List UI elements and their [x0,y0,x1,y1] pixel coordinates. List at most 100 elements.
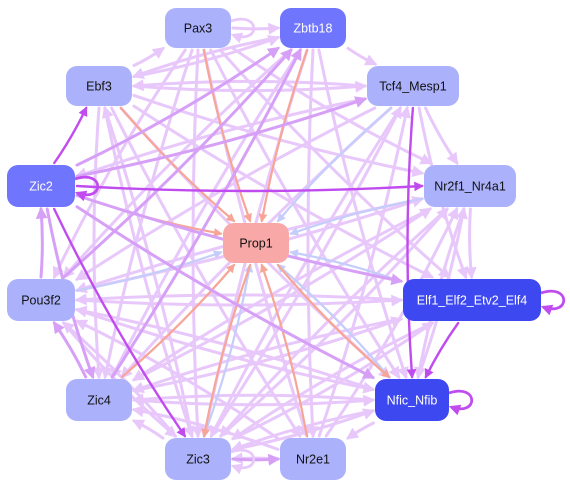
node-nr2f1[interactable]: Nr2f1_Nr4a1 [424,165,516,207]
edge-zic2-to-zbtb18 [75,46,280,167]
node-elf1-label: Elf1_Elf2_Etv2_Elf4 [417,294,528,308]
edge-zic3-to-ebf3 [102,105,194,438]
edge-tcf4-to-nfic [406,106,417,379]
node-zic3[interactable]: Zic3 [165,438,231,480]
edge-pax3-to-nfic [209,48,401,380]
node-nr2e1-box [280,438,346,480]
edge-nfic-to-prop1 [276,263,391,379]
self-loop-nfic [448,389,474,416]
self-loops-layer [74,17,566,475]
edge-ebf3-to-nr2e1 [110,106,302,439]
node-zbtb18[interactable]: Zbtb18 [280,8,346,48]
node-ebf3[interactable]: Ebf3 [66,66,132,106]
node-prop1-label: Prop1 [239,237,272,251]
node-zic3-label: Zic3 [186,453,210,467]
node-pou3f2-label: Pou3f2 [21,294,61,308]
edge-nfic-to-zic3 [230,409,375,452]
edge-zbtb18-to-prop1 [258,48,309,223]
node-zic2[interactable]: Zic2 [7,165,75,207]
edge-tcf4-to-prop1 [276,106,393,223]
edge-elf1-to-zic3 [231,321,434,441]
edge-zic2-to-nr2f1 [75,181,424,193]
edge-zic4-to-pou3f2 [52,321,88,379]
edge-nfic-to-zic4 [131,393,375,406]
edge-zic4-to-elf1 [132,316,404,393]
node-nr2f1-label: Nr2f1_Nr4a1 [434,180,506,194]
node-nfic-box [375,379,449,421]
node-zic3-box [165,438,231,480]
self-loop-pax3 [230,17,256,44]
edge-ebf3-to-prop1 [119,106,236,223]
edge-zic3-to-nr2e1 [231,453,281,466]
edge-pou3f2-to-zic2 [35,206,48,279]
edge-nr2f1-to-zic3 [219,207,449,438]
self-loop-zic3 [230,448,256,475]
edge-ebf3-to-pax3 [132,47,165,67]
node-pax3-label: Pax3 [184,22,213,36]
edge-ebf3-to-nr2f1 [132,93,425,178]
edge-prop1-to-zic3 [201,263,252,438]
edge-zbtb18-to-tcf4 [346,46,378,66]
node-nr2e1[interactable]: Nr2e1 [280,438,346,480]
node-pax3[interactable]: Pax3 [165,8,231,48]
node-elf1-box [403,279,541,321]
edge-nr2f1-to-elf1 [464,207,477,280]
edge-ebf3-to-zic3 [103,106,195,439]
edge-zic3-to-nr2f1 [219,207,449,438]
node-elf1[interactable]: Elf1_Elf2_Etv2_Elf4 [403,279,541,321]
edges-layer [35,22,477,466]
edge-tcf4-to-nr2f1 [424,106,459,165]
edge-elf1-to-nfic [424,321,460,379]
edge-zic3-to-nfic [231,408,376,451]
node-prop1-box [223,223,289,263]
edge-zbtb18-to-nfic [317,48,409,380]
node-prop1[interactable]: Prop1 [223,223,289,263]
edge-nr2f1-to-zic4 [131,207,432,382]
edge-zbtb18-to-zic4 [110,48,302,380]
node-tcf4[interactable]: Tcf4_Mesp1 [367,66,459,106]
edge-zic4-to-prop1 [120,263,236,379]
edge-nfic-to-nr2e1 [346,421,375,440]
node-nfic[interactable]: Nfic_Nfib [375,379,449,421]
edge-tcf4-to-zic3 [209,106,402,439]
edge-tcf4-to-zic2 [74,97,367,179]
node-zic2-label: Zic2 [29,180,53,194]
node-nr2f1-box [424,165,516,207]
edge-nfic-to-pou3f2 [74,305,375,391]
node-zbtb18-box [280,8,346,48]
edge-zic2-to-ebf3 [53,106,88,165]
node-ebf3-label: Ebf3 [86,80,112,94]
edge-zic4-to-nr2f1 [132,207,433,382]
node-zbtb18-label: Zbtb18 [294,22,333,36]
edge-pax3-to-elf1 [218,48,451,279]
edge-prop1-to-nfic [276,263,391,379]
edge-ebf3-to-tcf4 [132,80,368,93]
edge-zic2-to-tcf4 [75,96,368,178]
node-zic4[interactable]: Zic4 [66,379,132,421]
edge-nr2e1-to-prop1 [259,263,308,438]
edge-zbtb18-to-pou3f2 [62,48,293,279]
self-loop-zic2 [74,175,100,202]
edge-zic3-to-tcf4 [209,105,402,438]
edge-zbtb18-to-nr2e1 [306,48,319,439]
edge-nr2e1-to-nr2f1 [324,206,459,438]
edge-zic4-to-nfic [132,394,376,407]
self-loop-elf1 [540,289,566,316]
node-pou3f2[interactable]: Pou3f2 [7,279,75,321]
node-tcf4-label: Tcf4_Mesp1 [379,80,446,94]
edge-tcf4-to-pou3f2 [74,106,377,281]
node-nfic-label: Nfic_Nfib [387,394,438,408]
edge-pax3-to-pou3f2 [52,48,187,280]
node-pou3f2-box [7,279,75,321]
node-ebf3-box [66,66,132,106]
edge-zic4-to-zbtb18 [110,47,302,379]
edge-pax3-to-prop1 [202,48,252,223]
node-tcf4-box [367,66,459,106]
node-zic4-box [66,379,132,421]
edge-elf1-to-zic4 [131,317,403,394]
node-pax3-box [165,8,231,48]
edge-ebf3-to-elf1 [132,104,435,279]
node-nr2e1-label: Nr2e1 [296,453,330,467]
nodes-layer: Pax3 Zbtb18Tcf4_Mesp1Nr2f1_Nr4a1Elf1_Elf2… [7,8,541,480]
